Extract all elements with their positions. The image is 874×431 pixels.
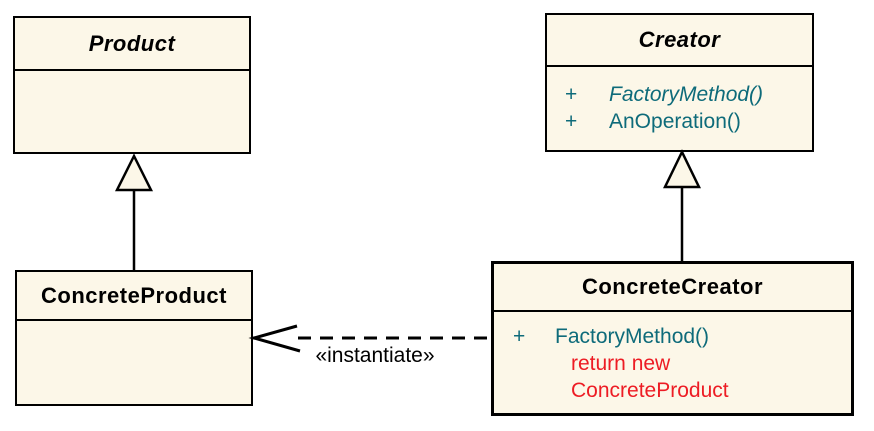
class-title-concrete-creator: ConcreteCreator (494, 264, 851, 312)
class-title-creator: Creator (547, 15, 812, 67)
code-note-line2: ConcreteProduct (571, 379, 729, 402)
class-box-concrete-product: ConcreteProduct (15, 270, 253, 406)
operation-name: FactoryMethod() (609, 83, 764, 106)
class-title-product: Product (15, 18, 249, 71)
generalization-arrow-creator (663, 149, 701, 261)
class-box-concrete-creator: ConcreteCreator + FactoryMethod() return… (491, 261, 854, 416)
operation-factorymethod: + FactoryMethod() (513, 323, 851, 350)
visibility-marker: + (565, 110, 578, 133)
hollow-triangle-icon (114, 153, 154, 192)
visibility-marker: + (565, 83, 578, 106)
class-body-concrete-creator: + FactoryMethod() return new ConcretePro… (494, 312, 851, 404)
class-box-creator: Creator + FactoryMethod() + AnOperation(… (545, 13, 814, 152)
hollow-triangle-icon (663, 149, 701, 189)
class-box-product: Product (13, 16, 251, 154)
operation-factorymethod: + FactoryMethod() (565, 81, 812, 108)
class-title-concrete-product: ConcreteProduct (17, 272, 251, 321)
visibility-marker: + (513, 325, 526, 348)
class-body-creator: + FactoryMethod() + AnOperation() (547, 67, 812, 135)
code-note-line1: return new (571, 352, 671, 375)
instantiate-stereotype-label: «instantiate» (315, 344, 435, 367)
operation-name: FactoryMethod() (555, 325, 710, 348)
generalization-arrow-product (114, 153, 154, 270)
operation-name: AnOperation() (609, 110, 741, 133)
operation-anoperation: + AnOperation() (565, 108, 812, 135)
